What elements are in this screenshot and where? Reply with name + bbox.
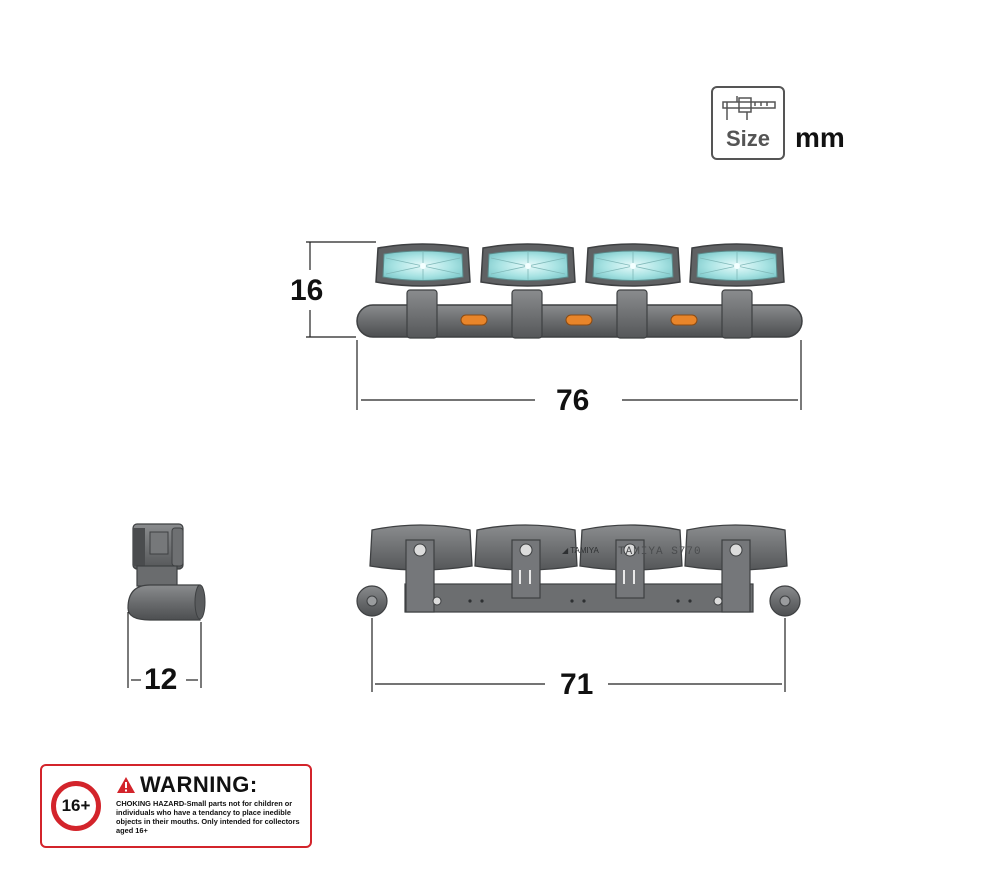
- size-badge: Size: [711, 86, 785, 160]
- rear-view-light-bar: ◢ TAMIYA TAMIYA S770: [356, 524, 801, 617]
- light-1: [375, 243, 471, 287]
- dimension-lines-length-top: [356, 340, 802, 410]
- dimension-lines-height: [306, 241, 376, 338]
- light-mounts: [406, 289, 753, 339]
- warning-triangle-icon: [117, 777, 135, 793]
- warning-text: CHOKING HAZARD-Small parts not for child…: [116, 799, 308, 835]
- unit-label: mm: [795, 122, 845, 153]
- front-view-light-bar: [356, 243, 803, 339]
- dimension-length-top-label: 76: [556, 384, 590, 417]
- dimension-height-label: 16: [290, 274, 324, 307]
- hazard-lead: CHOKING HAZARD-: [116, 799, 187, 808]
- light-3: [585, 243, 681, 287]
- dimension-lines-length-bottom: [371, 618, 786, 692]
- light-housings: [375, 243, 785, 287]
- dimension-length-bottom-label: 71: [560, 668, 594, 701]
- amber-markers: [460, 314, 698, 326]
- caliper-icon: [722, 96, 776, 120]
- light-4: [689, 243, 785, 287]
- age-rating-badge: 16+: [51, 781, 101, 831]
- dimension-lines-width-side: [127, 612, 202, 688]
- engraved-text: TAMIYA S770: [618, 546, 702, 558]
- warning-label: 16+ WARNING: CHOKING HAZARD-Small parts …: [40, 764, 312, 848]
- warning-title-row: WARNING:: [116, 772, 258, 798]
- light-2: [480, 243, 576, 287]
- hazard-body: Small parts not for children or individu…: [116, 799, 300, 835]
- side-view: [127, 523, 206, 621]
- size-label: Size: [725, 126, 771, 151]
- logo-mark: ◢ TAMIYA: [562, 546, 599, 555]
- dimension-width-side-label: 12: [144, 663, 178, 696]
- warning-title: WARNING:: [140, 772, 258, 797]
